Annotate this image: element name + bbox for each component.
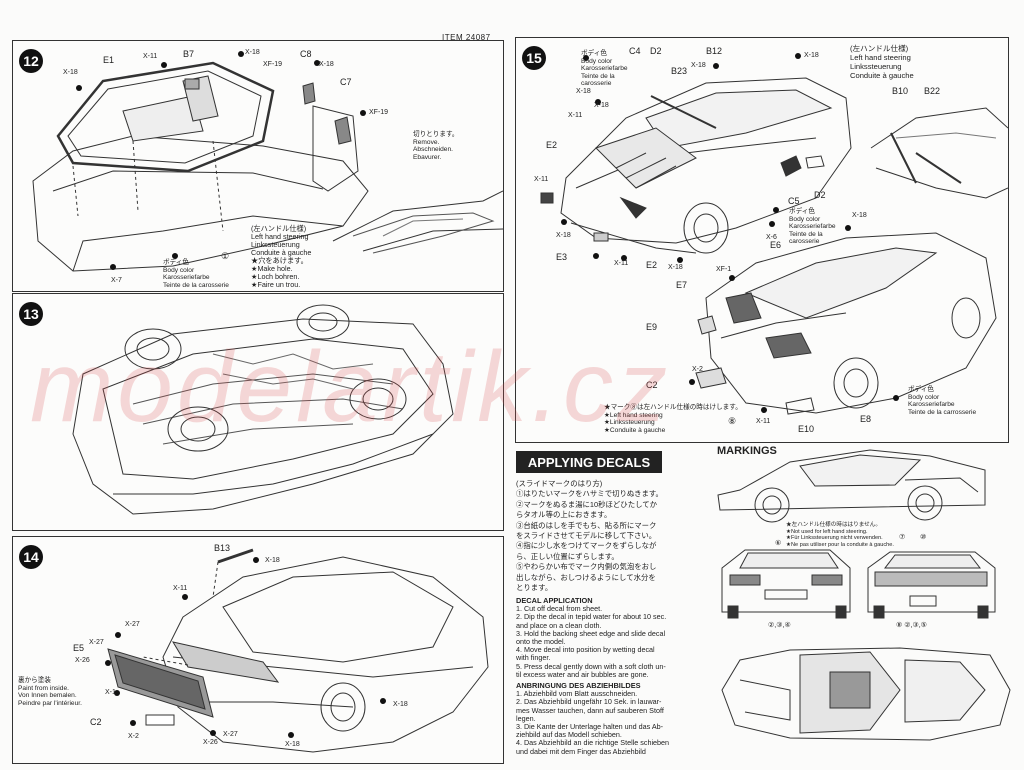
- part-xf19: XF-19: [263, 61, 283, 68]
- part-e6: E6: [770, 240, 782, 250]
- part-e2: E2: [646, 260, 658, 270]
- part-b22: B22: [924, 86, 941, 96]
- part-e7: E7: [676, 280, 688, 290]
- part-x18: X-18: [319, 61, 334, 68]
- part-x18: X-18: [668, 264, 683, 271]
- step-13-panel: 13: [12, 293, 504, 531]
- part-x11: X-11: [173, 585, 188, 592]
- front-marking-numbers: ②,③,④: [768, 622, 791, 629]
- step-12-panel: 12: [12, 40, 504, 292]
- part-e10: E10: [798, 424, 815, 434]
- markings-note: ★左ハンドル仕様の時ははりません。★Not used for left hand…: [786, 522, 894, 548]
- step-13-number: 13: [19, 302, 43, 326]
- part-circle-1: ①: [221, 251, 230, 261]
- part-x18: X-18: [393, 701, 408, 708]
- decal-instructions-de: ANBRINGUNG DES ABZIEHBILDES 1. Abziehbil…: [516, 681, 670, 756]
- decal-instructions-jp: (スライドマークのはり方)①はりたいマークをハサミで切りぬきます。②マークをぬる…: [516, 479, 663, 593]
- part-x2: X-2: [692, 366, 703, 373]
- part-x11: X-11: [756, 418, 771, 425]
- part-b7: B7: [183, 49, 195, 59]
- step-14-panel: 14 B13 X-1: [12, 536, 504, 764]
- remove-note: 切りとります。Remove.Abschneiden.Ebavurer.: [413, 131, 459, 161]
- part-e5: E5: [73, 643, 85, 653]
- part-x26: X-26: [203, 739, 218, 746]
- part-xf1: XF-1: [716, 266, 732, 273]
- part-x18: X-18: [556, 232, 571, 239]
- part-e9: E9: [646, 322, 658, 332]
- part-e3: E3: [556, 252, 568, 262]
- marking-number-10: ⑩: [920, 534, 927, 541]
- step-14-drawing: [105, 548, 489, 753]
- part-x11: X-11: [534, 176, 549, 183]
- marking-number-6: ⑥: [775, 540, 782, 547]
- part-c5: C5: [788, 196, 800, 206]
- part-c8: C8: [300, 49, 312, 59]
- part-x1: X-1: [105, 689, 116, 696]
- part-x27: X-27: [125, 621, 140, 628]
- part-c7: C7: [340, 77, 352, 87]
- part-e2: E2: [546, 140, 558, 150]
- part-d2: D2: [814, 190, 826, 200]
- part-c2: C2: [90, 717, 102, 727]
- step-14-number: 14: [19, 545, 43, 569]
- step-15-number: 15: [522, 46, 546, 70]
- part-x18: X-18: [852, 212, 867, 219]
- decal-instructions-en: DECAL APPLICATION 1. Cut off decal from …: [516, 596, 667, 679]
- step-12-number: 12: [19, 49, 43, 73]
- part-x26: X-26: [75, 657, 90, 664]
- part-x18: X-18: [691, 62, 706, 69]
- part-e1: E1: [103, 55, 115, 65]
- part-x11: X-11: [614, 260, 629, 267]
- part-x18: X-18: [265, 557, 280, 564]
- part-x18: X-18: [804, 52, 819, 59]
- part-x27: X-27: [223, 731, 238, 738]
- markings-heading: MARKINGS: [717, 445, 777, 457]
- part-c4: C4: [629, 46, 641, 56]
- part-x11: X-11: [143, 53, 158, 60]
- mark-8-note: ★マーク⑧は左ハンドル仕様の時はけします。★Left hand steering…: [604, 404, 742, 434]
- rear-marking-numbers: ⑧ ②,③,⑤: [896, 622, 927, 629]
- marking-number-7: ⑦: [899, 534, 906, 541]
- part-d2: D2: [650, 46, 662, 56]
- part-e8: E8: [860, 414, 872, 424]
- step-13-drawing: [72, 304, 454, 515]
- part-b12: B12: [706, 46, 723, 56]
- step-15-panel: 15: [515, 37, 1009, 443]
- part-x18: X-18: [63, 69, 78, 76]
- part-b10: B10: [892, 86, 909, 96]
- part-x18: X-18: [285, 741, 300, 748]
- part-x6: X-6: [766, 234, 777, 241]
- part-b23: B23: [671, 66, 688, 76]
- part-c2: C2: [646, 380, 658, 390]
- part-x18: X-18: [576, 88, 591, 95]
- part-circle-8: ⑧: [728, 416, 737, 426]
- part-x11: X-11: [568, 112, 583, 119]
- part-x18: X-18: [594, 102, 609, 109]
- step-12-drawing: [32, 51, 503, 272]
- part-xf19: XF-19: [369, 109, 389, 116]
- item-number: ITEM 24087: [442, 33, 491, 42]
- part-x18: X-18: [245, 49, 260, 56]
- step-15-drawing: [540, 53, 1008, 415]
- applying-decals-heading: APPLYING DECALS: [516, 451, 662, 473]
- part-b13: B13: [214, 543, 231, 553]
- part-x27: X-27: [89, 639, 104, 646]
- part-x2: X-2: [128, 733, 139, 740]
- part-x7: X-7: [111, 277, 122, 284]
